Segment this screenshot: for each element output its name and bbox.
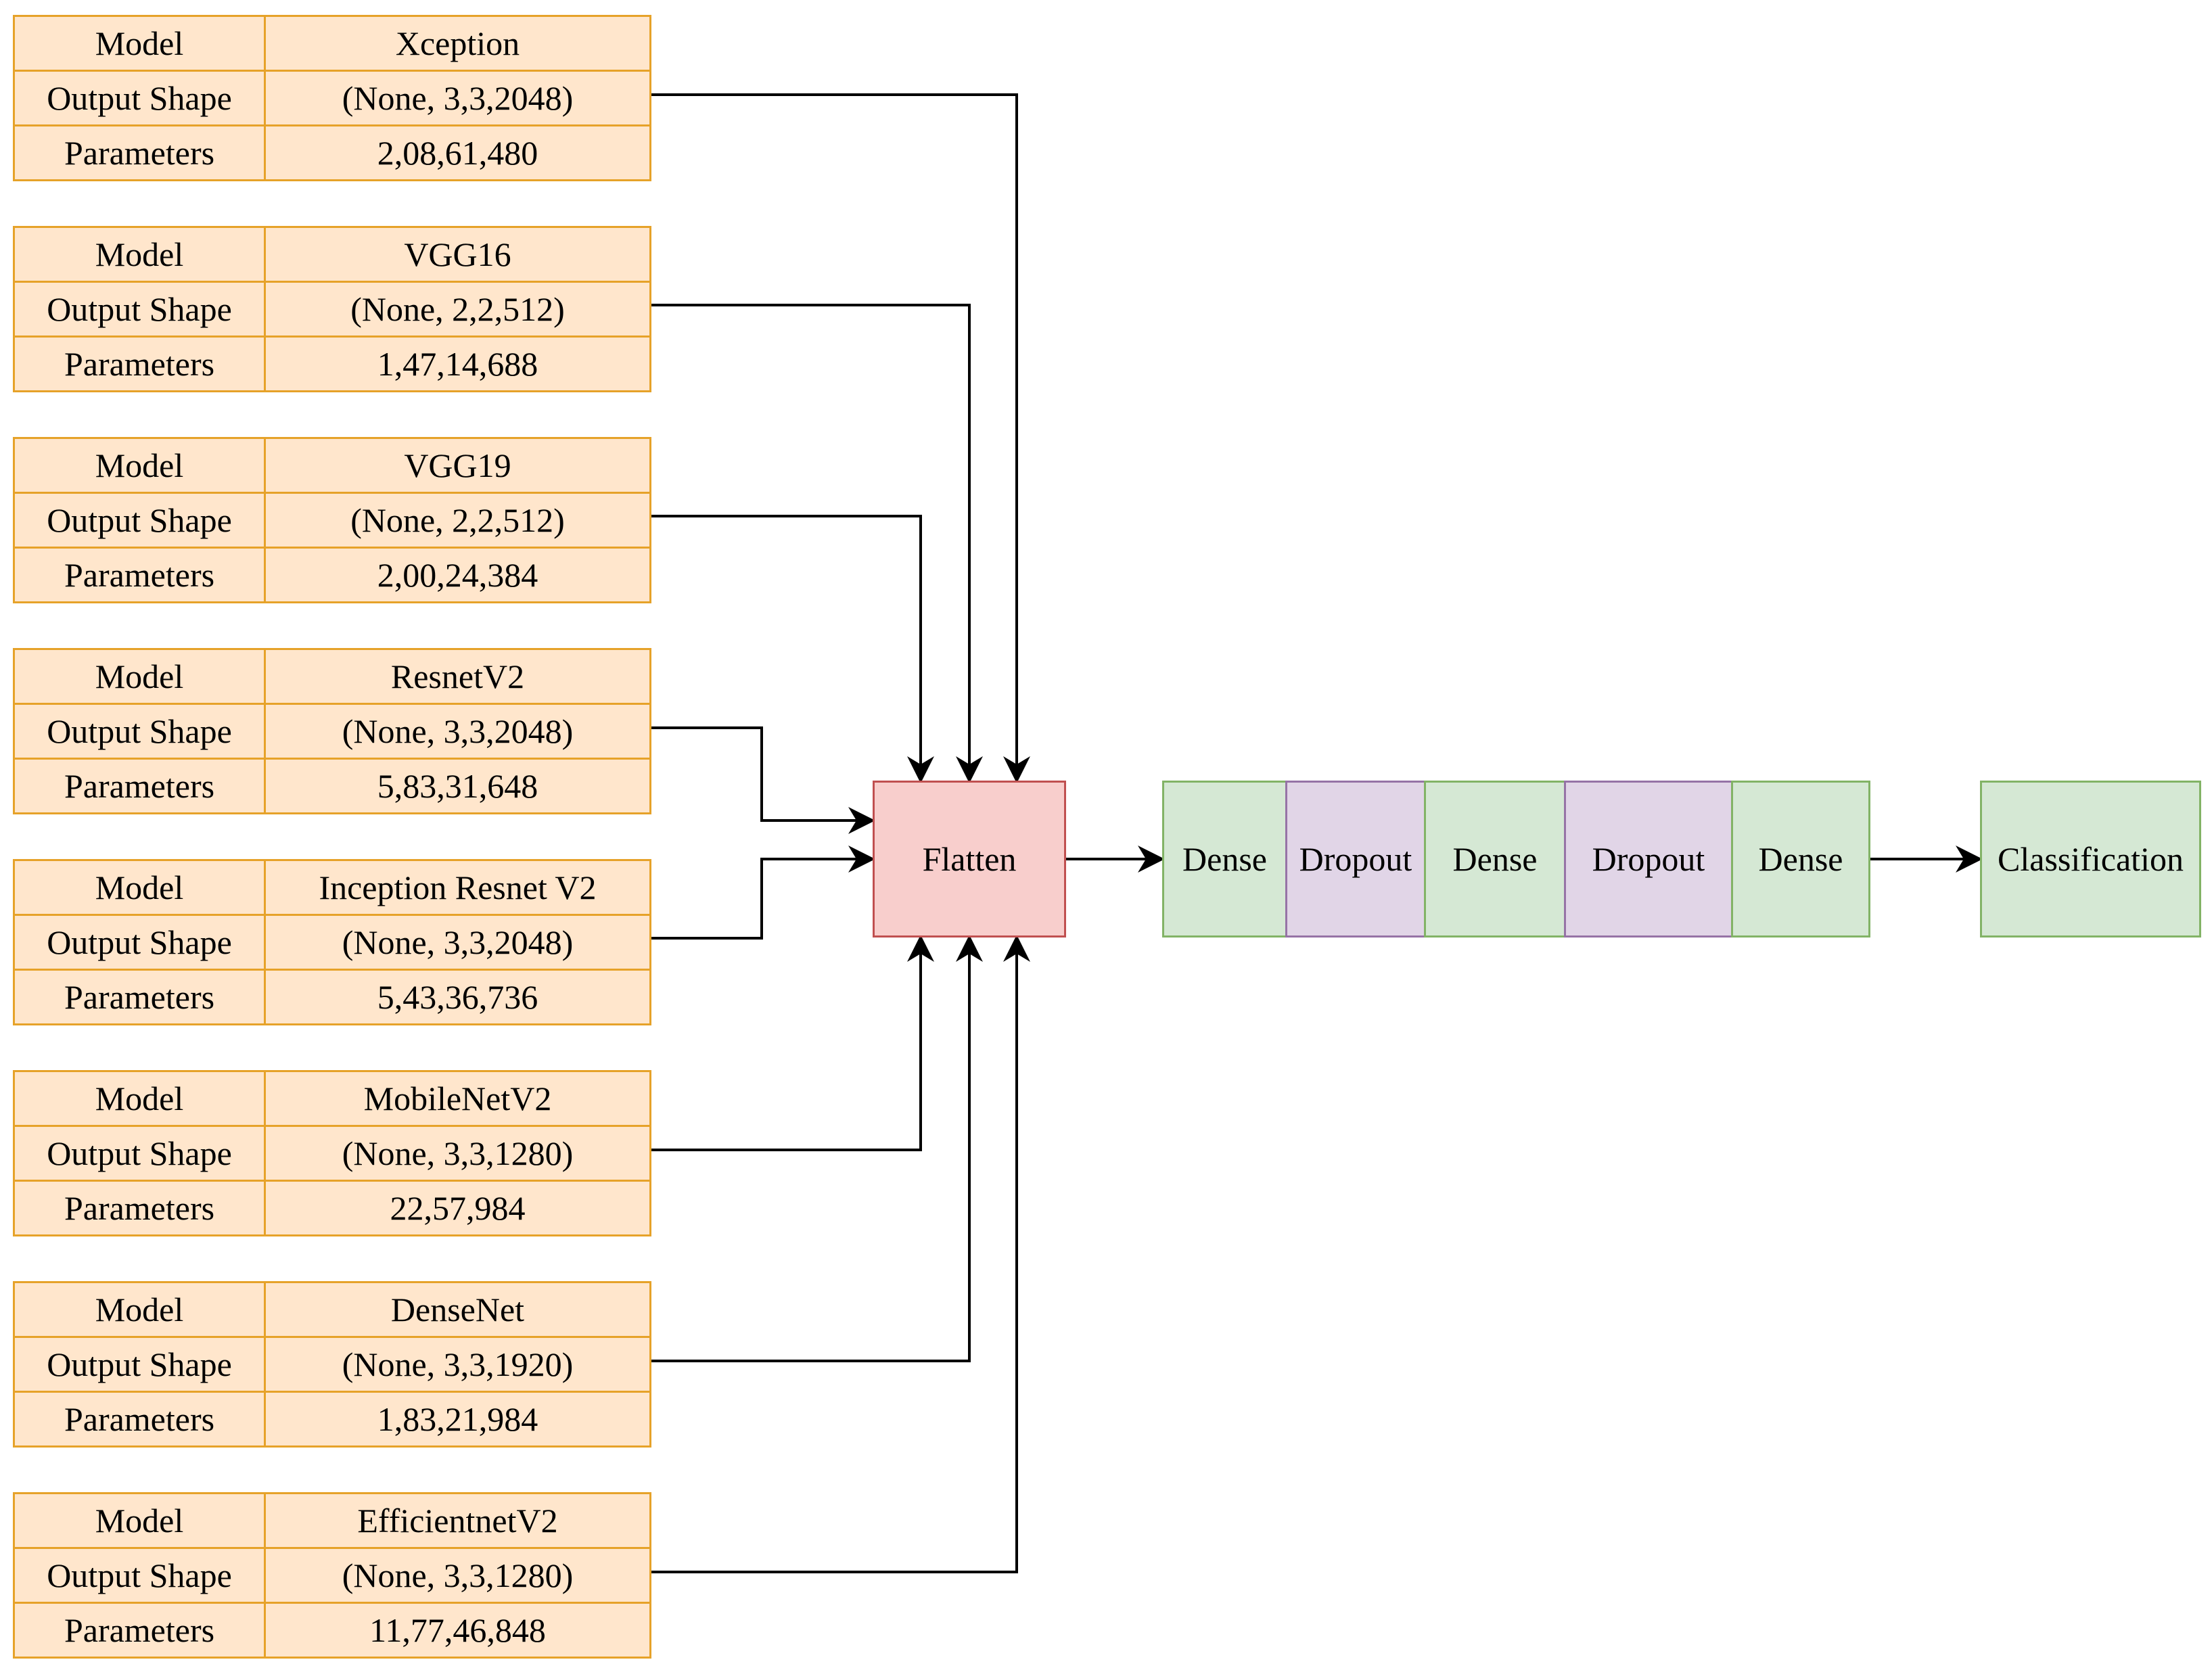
connector-xception — [651, 93, 1030, 783]
output-shape-label: Output Shape — [13, 281, 266, 338]
parameters-label: Parameters — [13, 1391, 266, 1448]
dense-layer-label: Dense — [1182, 840, 1267, 878]
model-table-densenet: Model DenseNet Output Shape (None, 3,3,1… — [13, 1281, 651, 1448]
model-label: Model — [13, 648, 266, 705]
flatten-layer: Flatten — [873, 781, 1066, 938]
model-label: Model — [13, 437, 266, 494]
connector-densenet — [651, 935, 983, 1362]
model-name: MobileNetV2 — [264, 1070, 651, 1127]
dense-layer-1: Dense — [1162, 781, 1287, 938]
model-label: Model — [13, 226, 266, 283]
parameters-label: Parameters — [13, 969, 266, 1025]
dense-layer-label: Dense — [1758, 840, 1843, 878]
output-shape-value: (None, 3,3,1920) — [264, 1336, 651, 1393]
dropout-layer-1: Dropout — [1285, 781, 1426, 938]
connector-vgg19 — [651, 515, 934, 783]
parameters-value: 5,83,31,648 — [264, 758, 651, 814]
model-name: Inception Resnet V2 — [264, 859, 651, 916]
parameters-label: Parameters — [13, 758, 266, 814]
model-name: VGG16 — [264, 226, 651, 283]
parameters-value: 1,47,14,688 — [264, 335, 651, 392]
parameters-value: 2,00,24,384 — [264, 547, 651, 603]
parameters-value: 1,83,21,984 — [264, 1391, 651, 1448]
model-name: DenseNet — [264, 1281, 651, 1338]
model-label: Model — [13, 15, 266, 72]
connector-efficientnetv2 — [651, 935, 1030, 1573]
parameters-label: Parameters — [13, 547, 266, 603]
classification-label: Classification — [1998, 840, 2184, 878]
output-shape-value: (None, 2,2,512) — [264, 281, 651, 338]
output-shape-label: Output Shape — [13, 70, 266, 126]
output-shape-value: (None, 3,3,1280) — [264, 1547, 651, 1604]
flatten-label: Flatten — [922, 840, 1017, 878]
parameters-label: Parameters — [13, 124, 266, 181]
model-name: Xception — [264, 15, 651, 72]
model-table-vgg19: Model VGG19 Output Shape (None, 2,2,512)… — [13, 437, 651, 603]
model-label: Model — [13, 859, 266, 916]
output-shape-value: (None, 3,3,2048) — [264, 703, 651, 760]
output-shape-label: Output Shape — [13, 703, 266, 760]
dropout-layer-label: Dropout — [1592, 840, 1705, 878]
model-table-mobilenetv2: Model MobileNetV2 Output Shape (None, 3,… — [13, 1070, 651, 1236]
parameters-value: 2,08,61,480 — [264, 124, 651, 181]
output-shape-value: (None, 2,2,512) — [264, 492, 651, 549]
model-table-resnetv2: Model ResnetV2 Output Shape (None, 3,3,2… — [13, 648, 651, 814]
model-name: ResnetV2 — [264, 648, 651, 705]
model-label: Model — [13, 1492, 266, 1549]
parameters-label: Parameters — [13, 335, 266, 392]
connector-inception-resnet-v2 — [651, 846, 875, 940]
model-label: Model — [13, 1070, 266, 1127]
classification-output: Classification — [1980, 781, 2201, 938]
dropout-layer-label: Dropout — [1299, 840, 1412, 878]
model-table-xception: Model Xception Output Shape (None, 3,3,2… — [13, 15, 651, 181]
output-shape-label: Output Shape — [13, 1336, 266, 1393]
output-shape-value: (None, 3,3,1280) — [264, 1125, 651, 1182]
model-name: VGG19 — [264, 437, 651, 494]
dropout-layer-2: Dropout — [1564, 781, 1733, 938]
model-name: EfficientnetV2 — [264, 1492, 651, 1549]
dense-layer-label: Dense — [1452, 840, 1538, 878]
parameters-label: Parameters — [13, 1180, 266, 1236]
connector-vgg16 — [651, 304, 983, 783]
model-table-inception-resnet-v2: Model Inception Resnet V2 Output Shape (… — [13, 859, 651, 1025]
model-label: Model — [13, 1281, 266, 1338]
dense-layer-2: Dense — [1424, 781, 1566, 938]
parameters-value: 5,43,36,736 — [264, 969, 651, 1025]
output-shape-label: Output Shape — [13, 1547, 266, 1604]
connector-resnetv2 — [651, 726, 875, 834]
parameters-value: 11,77,46,848 — [264, 1602, 651, 1659]
dense-layer-3: Dense — [1731, 781, 1870, 938]
output-shape-label: Output Shape — [13, 914, 266, 971]
output-shape-value: (None, 3,3,2048) — [264, 914, 651, 971]
model-table-efficientnetv2: Model EfficientnetV2 Output Shape (None,… — [13, 1492, 651, 1659]
parameters-value: 22,57,984 — [264, 1180, 651, 1236]
model-table-vgg16: Model VGG16 Output Shape (None, 2,2,512)… — [13, 226, 651, 392]
output-shape-label: Output Shape — [13, 492, 266, 549]
output-shape-value: (None, 3,3,2048) — [264, 70, 651, 126]
parameters-label: Parameters — [13, 1602, 266, 1659]
connector-mobilenetv2 — [651, 935, 934, 1151]
output-shape-label: Output Shape — [13, 1125, 266, 1182]
